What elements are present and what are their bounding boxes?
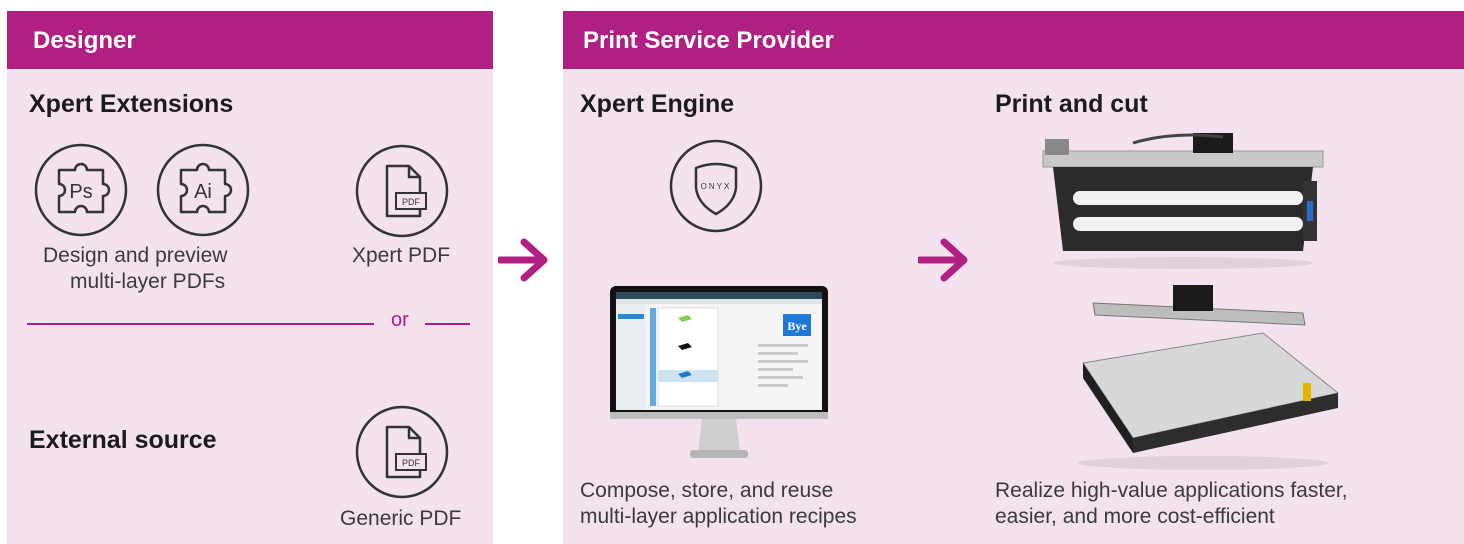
divider-line-left: [27, 323, 374, 325]
software-monitor-icon: Bye: [610, 286, 828, 458]
ai-icon-label: Ai: [194, 181, 212, 203]
xpert-extensions-title: Xpert Extensions: [29, 90, 234, 118]
xpert-engine-title: Xpert Engine: [580, 90, 735, 118]
xpert-pdf-document-icon: PDF: [355, 144, 449, 238]
print-and-cut-title: Print and cut: [995, 90, 1148, 118]
xpert-pdf-icon-label: PDF: [402, 197, 421, 207]
generic-pdf-caption: Generic PDF: [340, 507, 462, 530]
generic-pdf-icon-label: PDF: [402, 458, 421, 468]
extensions-caption-line1: Design and preview: [43, 244, 228, 267]
psp-header: Print Service Provider: [563, 11, 1464, 69]
flow-arrow-right-icon: [498, 238, 548, 282]
illustrator-extension-icon: Ai: [156, 143, 250, 237]
designer-header: Designer: [7, 11, 493, 69]
screen-thumb-text: Bye: [787, 319, 807, 333]
designer-panel: Designer Xpert Extensions Ps Ai Design a…: [7, 11, 493, 544]
hybrid-printer-icon: [1042, 133, 1324, 269]
flatbed-printer-icon: [1078, 285, 1340, 470]
ps-icon-label: Ps: [69, 181, 92, 203]
generic-pdf-document-icon: PDF: [355, 405, 449, 499]
divider-line-right: [425, 323, 470, 325]
print-service-provider-panel: Print Service Provider Xpert Engine ONYX…: [563, 11, 1464, 544]
onyx-shield-icon: ONYX: [669, 139, 763, 233]
divider-or-text: or: [391, 309, 409, 331]
onyx-badge-text: ONYX: [701, 182, 732, 191]
xpert-pdf-caption: Xpert PDF: [352, 244, 451, 267]
external-source-title: External source: [29, 426, 217, 454]
print-and-cut-caption-line2: easier, and more cost-efficient: [995, 505, 1275, 528]
xpert-engine-caption-line1: Compose, store, and reuse: [580, 479, 834, 502]
print-and-cut-caption-line1: Realize high-value applications faster,: [995, 479, 1348, 502]
photoshop-extension-icon: Ps: [34, 143, 128, 237]
xpert-engine-caption-line2: multi-layer application recipes: [580, 505, 857, 528]
flow-arrow-right-icon: [918, 238, 968, 282]
extensions-caption-line2: multi-layer PDFs: [70, 270, 226, 293]
